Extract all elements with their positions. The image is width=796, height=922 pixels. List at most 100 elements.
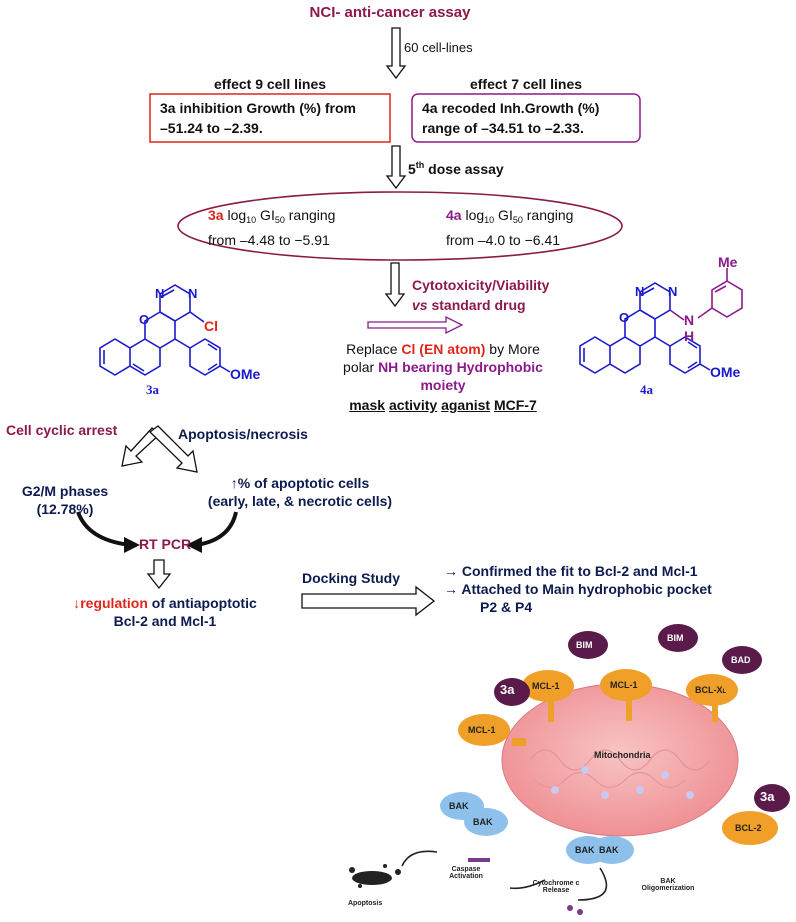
- docking-arrow: [301, 585, 436, 617]
- mol3a-cl: Cl: [204, 318, 218, 334]
- ellipse-left-log: log: [227, 207, 247, 223]
- caspase-label: Caspase Activation: [449, 866, 483, 880]
- regulation-line2: Bcl-2 and Mcl-1: [113, 613, 217, 629]
- dose-superscript: th: [415, 160, 425, 170]
- ellipse-right-gi: GI: [494, 207, 513, 223]
- ellipse-left-range: from –4.48 to −5.91: [208, 232, 330, 248]
- bio-arrows: [401, 850, 608, 901]
- cyto-vs: vs: [412, 297, 428, 313]
- apoptotic-up-arrow: ↑: [230, 475, 238, 491]
- bclx-sub: L: [722, 689, 727, 695]
- apoptosis-label: Apoptosis: [348, 900, 383, 907]
- arrowhead-left: [124, 537, 140, 553]
- cell-lines-label: 60 cell-lines: [404, 40, 473, 55]
- mask-word-4: MCF-7: [493, 397, 537, 413]
- cpd-3a-bound-a: 3a: [500, 682, 515, 697]
- cpd-3a-bound-b: 3a: [760, 789, 775, 804]
- ellipse-left-log-sub: 10: [246, 215, 257, 225]
- docking-results: → Confirmed the fit to Bcl-2 and Mcl-1 →…: [444, 562, 712, 616]
- left-box-heading: effect 9 cell lines: [213, 76, 327, 92]
- cytotoxicity-text: Cytotoxicity/Viability vs standard drug: [412, 275, 549, 315]
- dose-rest: dose assay: [424, 161, 504, 177]
- replace-text: Replace Cl (EN atom) by More polar NH be…: [318, 340, 568, 414]
- mol3a-n1: N: [155, 286, 165, 301]
- g2m-line2: (12.78%): [36, 501, 94, 517]
- bak-proteins: [440, 792, 634, 864]
- replace-part3: polar: [343, 359, 379, 375]
- down-arrow-rtpcr: [146, 559, 172, 590]
- docking-label: Docking Study: [302, 570, 401, 586]
- right-box-heading: effect 7 cell lines: [469, 76, 583, 92]
- cell-cycle-arrest: Cell cyclic arrest: [6, 422, 118, 438]
- right-box-line1: 4a recoded Inh.Growth (%): [422, 100, 600, 116]
- mcl1-label-b: MCL-1: [532, 681, 560, 691]
- arrowhead-right: [186, 537, 202, 553]
- left-box-line1: 3a inhibition Growth (%) from: [160, 100, 356, 116]
- bclx-label: BCL-XL: [695, 685, 726, 695]
- ellipse-left-gi: GI: [256, 207, 275, 223]
- bak-label-4: BAK: [599, 845, 619, 855]
- mol3a-o: O: [139, 312, 150, 327]
- regulation-word: regulation: [80, 595, 148, 611]
- right-box-line2: range of –34.51 to –2.33.: [422, 120, 584, 136]
- bak-label-1: BAK: [449, 801, 469, 811]
- orange-proteins: [458, 669, 778, 845]
- down-arrow-cyto: [384, 262, 406, 308]
- mask-word-1: mask: [349, 397, 386, 413]
- molecule-4a-amine: [669, 268, 743, 321]
- ellipse-right-text: 4a log10 GI50 ranging from –4.0 to −6.41: [446, 205, 573, 250]
- mask-word-2: activity: [388, 397, 438, 413]
- down-arrow-dose: [385, 145, 407, 190]
- branch-arrows: [121, 425, 198, 473]
- bclx-text: BCL-X: [695, 685, 723, 695]
- bim-label-2: BIM: [667, 633, 684, 643]
- g2m-line1: G2/M phases: [21, 483, 109, 499]
- bcl2-label: BCL-2: [735, 823, 762, 833]
- right-box-border: [411, 93, 641, 143]
- mask-word-3: aganist: [441, 397, 491, 413]
- mol4a-n1: N: [635, 284, 645, 299]
- result-line1: → Confirmed the fit to Bcl-2 and Mcl-1: [444, 563, 698, 579]
- apoptosis-necrosis: Apoptosis/necrosis: [178, 426, 308, 442]
- mol3a-label: 3a: [146, 382, 159, 397]
- result-line3: P2 & P4: [480, 599, 533, 615]
- left-box-text: 3a inhibition Growth (%) from –51.24 to …: [160, 98, 356, 138]
- apoptosis-debris: [349, 864, 401, 888]
- cyto-line1: Cytotoxicity/Viability: [412, 277, 550, 293]
- dose-assay-label: 5th dose assay: [408, 160, 504, 177]
- cyto-line2: standard drug: [427, 297, 526, 313]
- left-box-line2: –51.24 to –2.39.: [160, 120, 263, 136]
- right-box-text: 4a recoded Inh.Growth (%) range of –34.5…: [422, 98, 599, 138]
- mitochondria-illustration: [501, 683, 739, 837]
- bim-label-1: BIM: [576, 640, 593, 650]
- ellipse-left-compound: 3a: [208, 207, 224, 223]
- dose-number: 5: [408, 161, 416, 177]
- rt-pcr-label: RT PCR: [138, 536, 192, 552]
- mol4a-ome: OMe: [710, 364, 741, 380]
- regulation-arrow: ↓: [73, 595, 81, 611]
- mol4a-amine-h: H: [684, 328, 695, 344]
- bak-label-2: BAK: [473, 817, 493, 827]
- result-line2: → Attached to Main hydrophobic pocket: [444, 581, 712, 597]
- ellipse-right-gi-sub: 50: [512, 215, 523, 225]
- mol3a-n2: N: [188, 286, 198, 301]
- bak-olig-label: BAK Oligomerization: [641, 878, 695, 892]
- replace-cl: Cl (EN atom): [401, 341, 486, 357]
- apoptotic-line2: (early, late, & necrotic cells): [207, 493, 393, 509]
- ellipse-right-compound: 4a: [446, 207, 462, 223]
- mol4a-o: O: [619, 310, 630, 325]
- ellipse-left-ranging: ranging: [284, 207, 336, 223]
- ellipse-right-range: from –4.0 to −6.41: [446, 232, 561, 248]
- mcl1-label-c: MCL-1: [610, 680, 638, 690]
- replace-arrow: [367, 315, 464, 335]
- ellipse-left-text: 3a log10 GI50 ranging from –4.48 to −5.9…: [208, 205, 335, 250]
- replace-moiety: moiety: [420, 377, 466, 393]
- mcl1-label-a: MCL-1: [468, 725, 496, 735]
- mol4a-me: Me: [718, 254, 738, 270]
- mito-label: Mitochondria: [594, 750, 651, 760]
- mol4a-amine-n: N: [684, 312, 695, 328]
- apoptotic-line1: % of apoptotic cells: [237, 475, 370, 491]
- regulation-text: ↓regulation of antiapoptotic Bcl-2 and M…: [50, 594, 280, 630]
